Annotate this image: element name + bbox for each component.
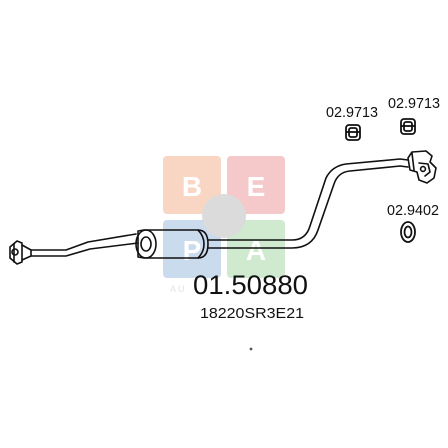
watermark-tile-b: [163, 156, 221, 214]
watermark-logo: B E P A AU: [163, 156, 285, 294]
silencer: [135, 229, 209, 259]
front-flange: [9, 240, 32, 265]
watermark-tile-e: [227, 156, 285, 214]
watermark-center-dot: [202, 194, 246, 238]
stray-dot: [249, 347, 253, 351]
watermark-letter-p: P: [183, 235, 202, 266]
part-number: 01.50880: [193, 270, 308, 300]
rubber-mount-icon: [400, 221, 416, 243]
watermark-caption: AU: [170, 284, 187, 294]
fitting-label-clamp-right: 02.9713: [388, 95, 440, 112]
watermark-letter-a: A: [246, 235, 266, 266]
rear-pipe: [207, 158, 409, 249]
watermark-letter-b: B: [182, 171, 202, 202]
watermark-tile-a: [227, 220, 285, 278]
oem-reference: 18220SR3E21: [200, 305, 304, 322]
clamp-left-icon: [345, 124, 361, 141]
clamp-right-icon: [400, 118, 416, 135]
outlet-bracket: [407, 150, 437, 184]
fitting-label-rubber-mount: 02.9402: [387, 202, 439, 219]
watermark-letter-e: E: [247, 171, 266, 202]
front-pipe: [30, 233, 139, 257]
fitting-label-clamp-left: 02.9713: [326, 104, 378, 121]
